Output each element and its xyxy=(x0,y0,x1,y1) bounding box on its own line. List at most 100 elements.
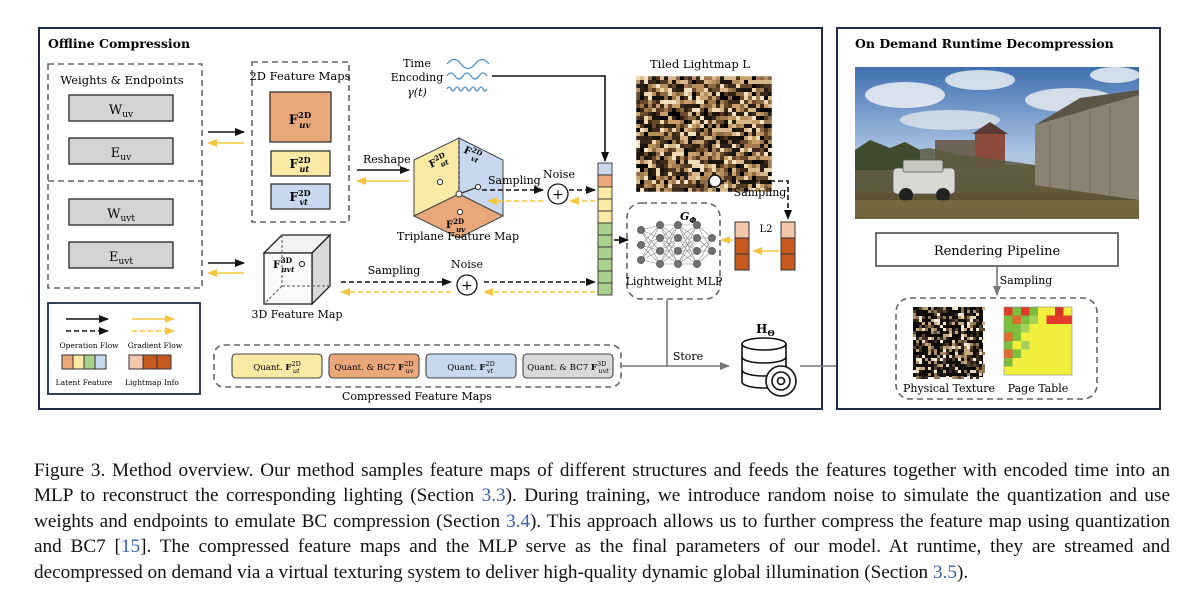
noise-add-node xyxy=(547,183,569,205)
offline-title: Offline Compression xyxy=(48,36,190,51)
caption-text: ]. The compressed feature maps and the M… xyxy=(34,536,1170,583)
noise-label-bottom: Noise xyxy=(451,258,483,271)
caption-text: ). During training, we introduce random … xyxy=(34,485,1170,532)
time-encoding-symbol: γ(t) xyxy=(407,86,427,99)
mlp-label: Lightweight MLP xyxy=(626,275,723,288)
rendered-scene-image xyxy=(855,67,1140,219)
caption-ref-link[interactable]: 15 xyxy=(120,536,141,558)
l2-loss-label: L2 xyxy=(759,224,772,235)
latent-feature-cell xyxy=(597,282,613,296)
latent-feature-cell xyxy=(597,198,613,212)
latent-feature-cell xyxy=(597,210,613,224)
svg-text:Wuvt: Wuvt xyxy=(107,207,135,224)
legend-gradient-flow: Gradient Flow xyxy=(128,341,183,350)
triplane-label: Triplane Feature Map xyxy=(397,230,519,243)
noise-label-top: Noise xyxy=(543,168,575,181)
feature-maps-2d-title: 2D Feature Maps xyxy=(249,69,350,83)
weights-endpoints-group: Weights & Endpoints Wuv Euv Wuvt Euvt xyxy=(47,63,203,289)
virtual-texture-group xyxy=(895,297,1098,400)
latent-feature-column xyxy=(597,162,613,296)
runtime-title: On Demand Runtime Decompression xyxy=(855,36,1114,51)
figure-caption: Figure 3. Method overview. Our method sa… xyxy=(34,458,1170,585)
store-label: Store xyxy=(673,350,703,363)
rendering-pipeline-box xyxy=(875,232,1119,267)
svg-text:F2Dut: F2Dut xyxy=(289,155,310,174)
latent-feature-cell xyxy=(597,246,613,260)
time-encoding-line2: Encoding xyxy=(391,71,444,84)
svg-text:F2Dvt: F2Dvt xyxy=(460,142,484,165)
method-overview-diagram: Offline Compression Weights & Endpoints … xyxy=(38,27,1161,410)
legend-lightmap-info: Lightmap Info xyxy=(125,378,179,387)
quantized-feature-box xyxy=(231,353,323,379)
operation-arrow xyxy=(492,75,609,162)
svg-text:Wuv: Wuv xyxy=(109,103,134,120)
feature-3d-sampling-label: Sampling xyxy=(368,264,421,277)
svg-text:+: + xyxy=(461,278,473,294)
h-theta-label: HΘ xyxy=(756,322,775,339)
w-uv-box xyxy=(68,94,174,122)
noise-add-node xyxy=(456,274,478,296)
svg-text:Euvt: Euvt xyxy=(109,250,133,267)
page-table-image xyxy=(1003,306,1073,376)
tiled-lightmap-image xyxy=(635,75,773,193)
lightmap-sample-point xyxy=(708,174,722,188)
physical-texture-image xyxy=(913,307,985,379)
tiled-lightmap-title: Tiled Lightmap L xyxy=(650,57,750,71)
quantized-feature-box xyxy=(425,353,517,379)
caption-ref-link[interactable]: 3.3 xyxy=(481,485,506,507)
feature-3d-label: 3D Feature Map xyxy=(251,308,342,321)
sampling-arrow xyxy=(722,180,792,220)
compressed-label: Compressed Feature Maps xyxy=(342,390,492,403)
lightmap-sampling-label: Sampling xyxy=(734,186,787,199)
mlp-network-icon xyxy=(637,221,716,268)
latent-feature-cell xyxy=(597,222,613,236)
latent-feature-cell xyxy=(597,186,613,200)
mlp-output-lightmap xyxy=(734,221,750,271)
quantized-feature-box xyxy=(522,353,614,379)
caption-ref-link[interactable]: 3.5 xyxy=(932,561,957,583)
f-vt-map xyxy=(270,183,331,210)
weights-endpoints-title: Weights & Endpoints xyxy=(60,73,183,87)
runtime-sampling-label: Sampling xyxy=(1000,274,1053,287)
f-ut-map xyxy=(270,150,331,177)
page-table-label: Page Table xyxy=(1008,382,1069,395)
svg-text:+: + xyxy=(552,187,564,203)
legend-operation-flow: Operation Flow xyxy=(59,341,119,350)
svg-text:F2Dvt: F2Dvt xyxy=(289,188,310,207)
w-uvt-box xyxy=(68,198,174,226)
svg-text:Euv: Euv xyxy=(111,146,132,163)
svg-text:GΦ: GΦ xyxy=(680,210,696,225)
f-uv-map xyxy=(269,91,332,143)
latent-feature-cell xyxy=(597,258,613,272)
quantized-feature-box xyxy=(328,353,420,379)
database-disk-icon xyxy=(741,337,797,397)
gt-lightmap xyxy=(780,221,796,271)
caption-text: ). This approach allows us to further co… xyxy=(34,510,1171,558)
reshape-label: Reshape xyxy=(363,153,411,166)
latent-feature-cell xyxy=(597,162,613,176)
physical-texture-label: Physical Texture xyxy=(903,382,995,395)
e-uvt-box xyxy=(68,241,174,269)
caption-ref-link[interactable]: 3.4 xyxy=(506,510,531,532)
latent-feature-cell xyxy=(597,174,613,188)
legend: Operation Flow Gradient Flow Latent Feat… xyxy=(47,302,201,395)
rendering-pipeline-label: Rendering Pipeline xyxy=(934,244,1061,259)
caption-text: Figure 3. Method overview. Our method sa… xyxy=(34,460,1170,507)
time-encoding-waves-icon xyxy=(446,58,490,92)
lightweight-mlp: GΦ Lightweight MLP xyxy=(626,202,723,300)
latent-feature-cell xyxy=(597,234,613,248)
triplane-sampling-label: Sampling xyxy=(488,174,541,187)
latent-feature-cell xyxy=(597,270,613,284)
legend-latent-feature: Latent Feature xyxy=(56,378,113,387)
time-encoding-line1: Time xyxy=(403,57,431,70)
e-uv-box xyxy=(68,137,174,165)
